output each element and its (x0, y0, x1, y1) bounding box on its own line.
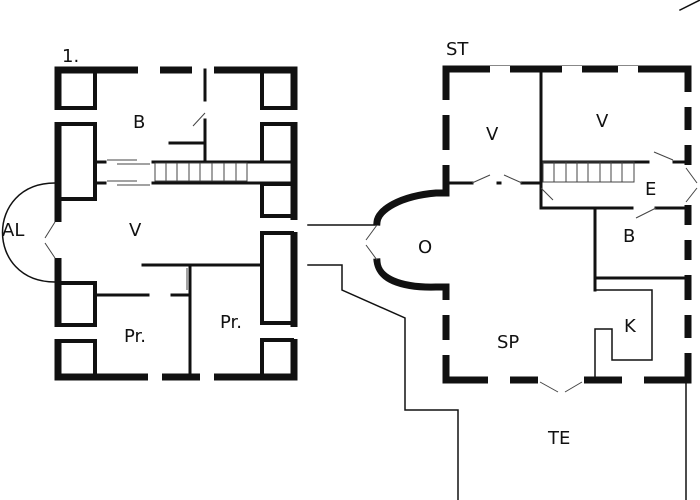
room-label: Pr. (124, 326, 146, 347)
bay-wall (373, 189, 450, 291)
closet (260, 338, 294, 379)
door-swing (192, 112, 206, 127)
hall-walls (95, 160, 294, 185)
closet (58, 281, 97, 327)
plan-title: ST (446, 39, 469, 60)
fragment-mark (678, 0, 700, 12)
window (684, 225, 692, 240)
door-swing (685, 167, 698, 203)
door-swing (44, 221, 56, 259)
partition (168, 68, 207, 162)
room-label: E (645, 179, 656, 200)
room-label: V (596, 111, 609, 132)
floor-plan-1 (1, 66, 298, 381)
window (618, 66, 638, 73)
room-label: B (623, 226, 635, 247)
door-swing (539, 381, 583, 393)
entrance-door (53, 222, 62, 258)
staircase (542, 161, 635, 183)
closet (260, 68, 294, 110)
window (488, 376, 510, 384)
partition (593, 206, 688, 292)
window (684, 300, 692, 315)
window (684, 92, 692, 107)
closet (260, 122, 294, 162)
closet (58, 339, 97, 379)
window (148, 373, 162, 381)
room-label: Pr. (220, 312, 242, 333)
window (442, 100, 450, 115)
window (290, 327, 298, 339)
closet (58, 122, 97, 201)
window (290, 220, 298, 232)
room-label: AL (2, 220, 24, 241)
closet (260, 182, 294, 218)
window (54, 327, 62, 339)
room-label: K (624, 316, 637, 337)
window (684, 260, 692, 275)
window (138, 66, 160, 74)
partition (95, 263, 264, 379)
outer-walls (442, 65, 692, 384)
window (442, 150, 450, 165)
window (684, 338, 692, 353)
window (200, 373, 214, 381)
room-label: B (133, 112, 145, 133)
closet (58, 68, 97, 110)
window (562, 66, 582, 73)
outer-walls (54, 66, 298, 381)
window (442, 340, 450, 355)
room-label: V (486, 124, 499, 145)
staircase (154, 162, 248, 182)
double-door (107, 159, 150, 186)
window (54, 110, 62, 122)
window (684, 130, 692, 145)
closet (260, 231, 294, 325)
plan-title: 1. (62, 46, 79, 67)
entrance-door (683, 165, 693, 205)
room-label: O (418, 237, 432, 258)
door-swing (365, 224, 378, 261)
terrace-outline (307, 224, 687, 500)
room-label: V (129, 220, 142, 241)
alcove-arc (1, 182, 56, 283)
room-label: TE (547, 428, 570, 449)
window (192, 66, 214, 74)
terrace-door (538, 376, 584, 385)
window (490, 66, 510, 73)
window (290, 110, 298, 122)
kitchen-counter (594, 289, 653, 381)
window (622, 376, 644, 384)
floor-plan-st (365, 0, 700, 393)
window (442, 300, 450, 315)
door-swing (471, 151, 674, 219)
room-label: SP (497, 332, 519, 353)
